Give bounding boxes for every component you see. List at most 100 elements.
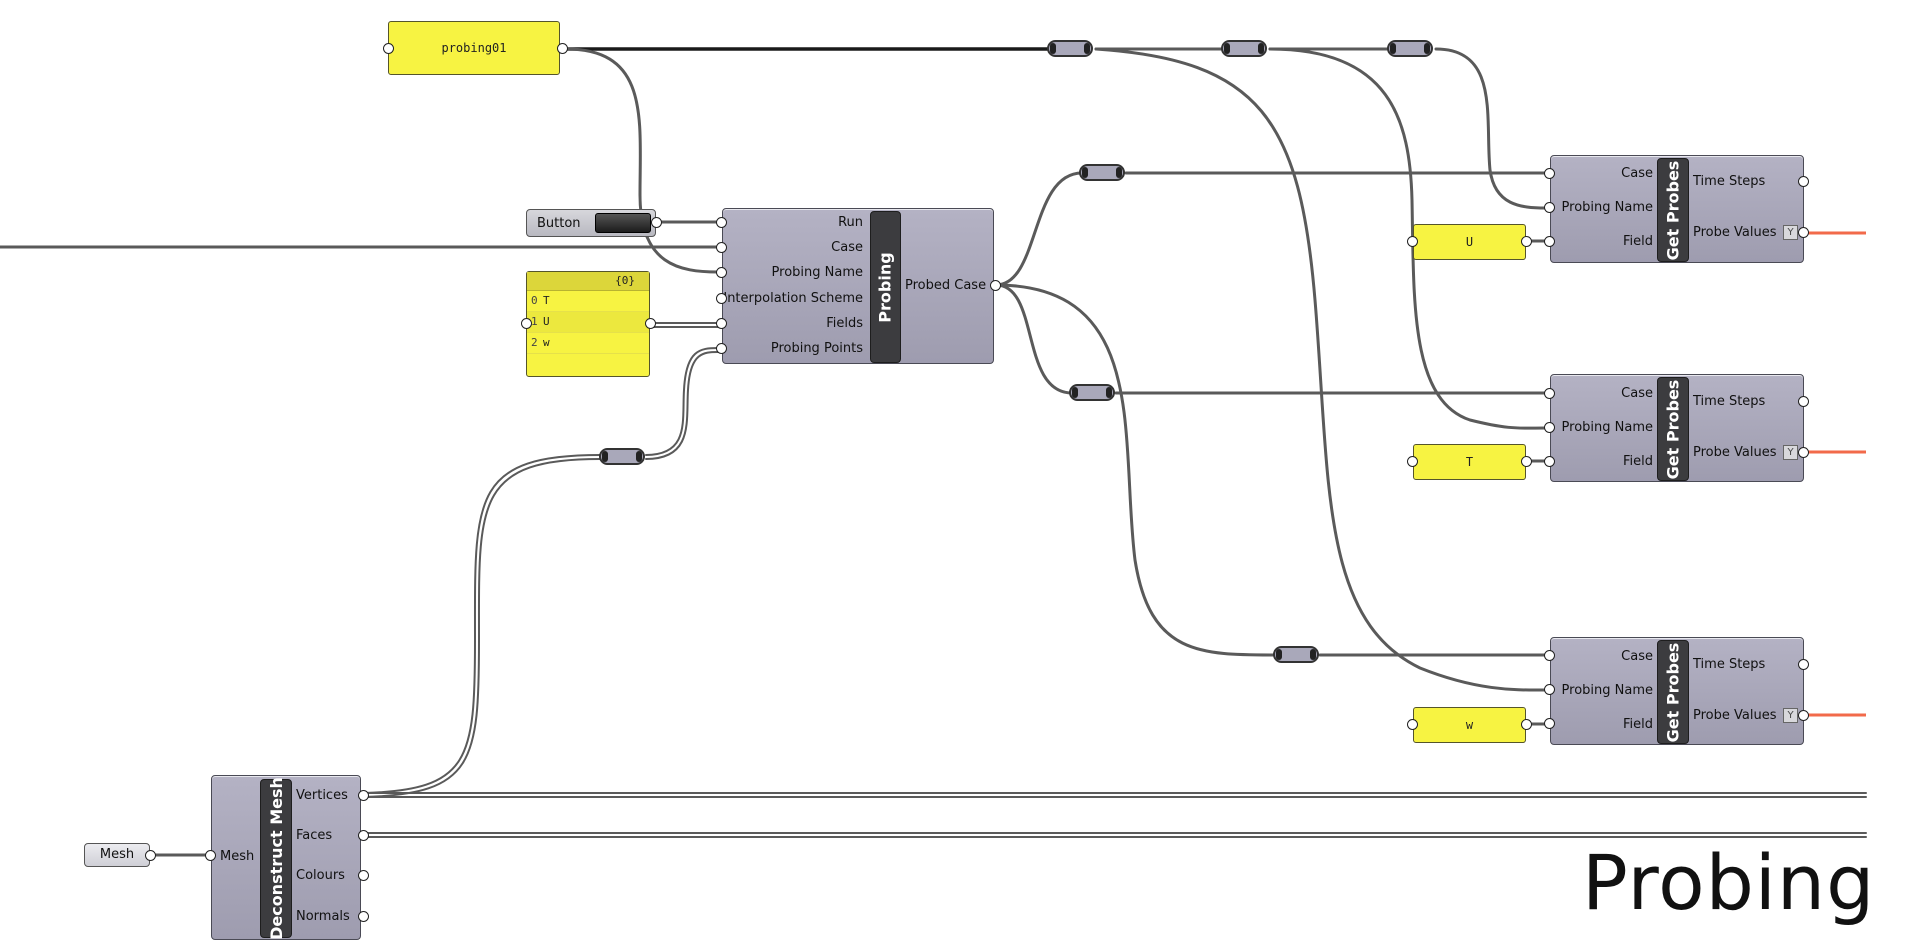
grip-faces[interactable] [358,830,369,841]
panel-output-grip[interactable] [557,43,568,54]
input-probing-points: Probing Points [770,341,863,356]
input-run: Run [838,215,863,230]
deconstruct-mesh-title-bar: Deconstruct Mesh [260,777,292,940]
probing-name-value: probing01 [441,41,507,55]
probing-component[interactable]: Run Case Probing Name Interpolation Sche… [722,208,994,364]
panel-output-grip[interactable] [1521,719,1532,730]
grip-vertices[interactable] [358,790,369,801]
input-probing-name: Probing Name [1561,683,1653,698]
relay-top-2[interactable] [1221,40,1267,57]
list-output-grip[interactable] [645,318,656,329]
input-mesh: Mesh [220,849,255,864]
graft-flag-icon: Y [1783,225,1798,240]
grip-case[interactable] [1544,388,1555,399]
wire-probed-gp3 [994,283,1278,657]
grip-colours[interactable] [358,870,369,881]
grip-probe-values[interactable] [1798,227,1809,238]
input-interpolation-scheme: Interpolation Scheme [723,291,863,306]
output-probe-values: Probe Values [1693,225,1777,240]
wire-probing-points [645,347,719,456]
get-probes-title-bar: Get Probes [1657,377,1689,481]
grip-time-steps[interactable] [1798,659,1809,670]
graft-flag-icon: Y [1783,445,1798,460]
deconstruct-mesh-component[interactable]: Mesh Deconstruct Mesh Vertices Faces Col… [211,775,361,940]
button-face[interactable] [595,213,651,233]
button-label: Button [537,216,581,231]
input-field: Field [1622,717,1653,732]
panel-input-grip[interactable] [1407,719,1418,730]
mesh-param[interactable]: Mesh [84,843,150,867]
input-case: Case [1621,386,1653,401]
get-probes-component-3[interactable]: Case Probing Name Field Get Probes Time … [1550,637,1804,745]
grip-field[interactable] [1544,718,1555,729]
grip-normals[interactable] [358,911,369,922]
graft-flag-icon: Y [1783,708,1798,723]
input-field: Field [1622,454,1653,469]
grip-probe-values[interactable] [1798,447,1809,458]
output-normals: Normals [296,909,350,924]
input-fields: Fields [826,316,863,331]
panel-input-grip[interactable] [383,43,394,54]
grip-fields[interactable] [716,318,727,329]
input-probing-name: Probing Name [771,265,863,280]
wire-probing-name-gp3 [1094,47,1548,692]
grip-run[interactable] [716,217,727,228]
output-time-steps: Time Steps [1693,174,1766,189]
input-case: Case [1621,649,1653,664]
run-button[interactable]: Button [526,209,656,237]
get-probes-title-bar: Get Probes [1657,640,1689,744]
grip-case[interactable] [716,242,727,253]
output-probe-values: Probe Values [1693,445,1777,460]
list-input-grip[interactable] [521,318,532,329]
output-vertices: Vertices [296,788,348,803]
grip-case[interactable] [1544,168,1555,179]
input-case: Case [1621,166,1653,181]
grip-field[interactable] [1544,236,1555,247]
panel-output-grip[interactable] [1521,236,1532,247]
probing-name-panel[interactable]: probing01 [388,21,560,75]
relay-case-2[interactable] [1069,384,1115,401]
grip-probing-points[interactable] [716,343,727,354]
grip-probing-name[interactable] [716,267,727,278]
input-field: Field [1622,234,1653,249]
mesh-param-output-grip[interactable] [145,850,156,861]
panel-output-grip[interactable] [1521,456,1532,467]
input-probing-name: Probing Name [1561,420,1653,435]
grip-probing-name[interactable] [1544,684,1555,695]
panel-input-grip[interactable] [1407,456,1418,467]
relay-probing-points[interactable] [599,448,645,465]
relay-case-1[interactable] [1079,164,1125,181]
list-header: {0} [527,272,649,291]
get-probes-title-bar: Get Probes [1657,158,1689,262]
output-time-steps: Time Steps [1693,657,1766,672]
grip-field[interactable] [1544,456,1555,467]
relay-case-3[interactable] [1273,646,1319,663]
relay-top-1[interactable] [1047,40,1093,57]
grip-probing-name[interactable] [1544,202,1555,213]
grip-time-steps[interactable] [1798,396,1809,407]
wire-probing-name-to-probing [564,47,720,274]
probing-title-bar: Probing [870,211,901,363]
grip-time-steps[interactable] [1798,176,1809,187]
grip-interpolation[interactable] [716,293,727,304]
grip-probe-values[interactable] [1798,710,1809,721]
input-case: Case [831,240,863,255]
grip-probing-name[interactable] [1544,422,1555,433]
button-output-grip[interactable] [651,217,662,228]
output-faces: Faces [296,828,333,843]
grip-mesh[interactable] [205,850,216,861]
input-probing-name: Probing Name [1561,200,1653,215]
grip-probed-case[interactable] [990,280,1001,291]
field-panel-t[interactable]: T [1413,444,1526,480]
wire-probing-name-gp1 [1434,47,1548,210]
output-probe-values: Probe Values [1693,708,1777,723]
field-panel-u[interactable]: U [1413,224,1526,260]
grip-case[interactable] [1544,650,1555,661]
relay-top-3[interactable] [1387,40,1433,57]
field-panel-w[interactable]: w [1413,707,1526,743]
panel-input-grip[interactable] [1407,236,1418,247]
get-probes-component-2[interactable]: Case Probing Name Field Get Probes Time … [1550,374,1804,482]
get-probes-component-1[interactable]: Case Probing Name Field Get Probes Time … [1550,155,1804,263]
